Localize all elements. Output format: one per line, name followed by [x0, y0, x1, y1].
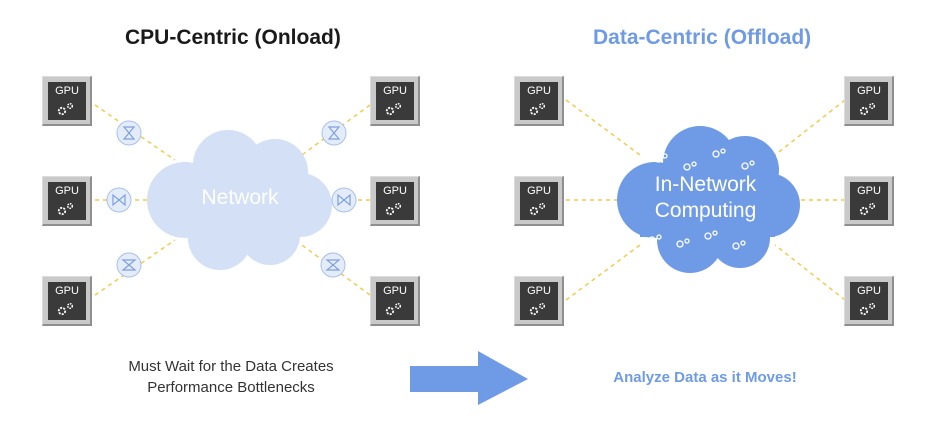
gpu-label: GPU	[527, 85, 551, 97]
right-panel-title: Data-Centric (Offload)	[593, 26, 812, 49]
hourglass-icon	[116, 120, 142, 146]
connector-line	[774, 244, 846, 301]
gpu-block: GPU	[42, 276, 92, 326]
gpu-chip-icon: GPU	[520, 82, 558, 120]
gpu-chip-icon: GPU	[48, 82, 86, 120]
gpu-chip-icon: GPU	[48, 282, 86, 320]
gpu-chip-icon: GPU	[48, 182, 86, 220]
gpu-label: GPU	[383, 85, 407, 97]
gpu-chip-icon: GPU	[520, 182, 558, 220]
gpu-block: GPU	[370, 276, 420, 326]
hourglass-icon	[320, 252, 346, 278]
in-network-computing-label: In-Network Computing	[618, 172, 793, 224]
gpu-chip-icon: GPU	[376, 182, 414, 220]
left-panel-title: CPU-Centric (Onload)	[125, 26, 341, 49]
hourglass-icon	[106, 187, 132, 213]
gears-icon	[529, 102, 546, 116]
gears-icon	[57, 102, 74, 116]
cloud-gears-icon	[648, 148, 755, 250]
gpu-block: GPU	[844, 76, 894, 126]
gears-icon	[385, 102, 402, 116]
gpu-label: GPU	[857, 285, 881, 297]
gpu-chip-icon: GPU	[376, 282, 414, 320]
gears-icon	[859, 302, 876, 316]
cloud-label-line: In-Network	[654, 173, 757, 196]
hourglass-icon	[321, 120, 347, 146]
gpu-block: GPU	[370, 176, 420, 226]
gears-icon	[859, 102, 876, 116]
right-caption: Analyze Data as it Moves!	[613, 369, 797, 386]
network-label: Network	[201, 186, 279, 209]
hourglass-icon	[116, 252, 142, 278]
gears-icon	[385, 202, 402, 216]
hourglass-icon	[331, 187, 357, 213]
gpu-chip-icon: GPU	[376, 82, 414, 120]
gpu-chip-icon: GPU	[850, 82, 888, 120]
gears-icon	[385, 302, 402, 316]
gears-icon	[859, 202, 876, 216]
gears-icon	[57, 202, 74, 216]
gpu-block: GPU	[514, 276, 564, 326]
gears-icon	[57, 302, 74, 316]
caption-line: Must Wait for the Data Creates	[128, 358, 334, 375]
gpu-label: GPU	[527, 285, 551, 297]
connector-line	[565, 99, 641, 156]
gpu-label: GPU	[527, 185, 551, 197]
gpu-label: GPU	[55, 285, 79, 297]
gears-icon	[529, 302, 546, 316]
gpu-block: GPU	[844, 276, 894, 326]
gpu-label: GPU	[55, 185, 79, 197]
network-cloud-icon	[147, 130, 332, 270]
gpu-chip-icon: GPU	[520, 282, 558, 320]
gpu-block: GPU	[42, 76, 92, 126]
gpu-label: GPU	[55, 85, 79, 97]
connector-line	[774, 99, 846, 156]
in-network-computing-cloud-icon	[617, 126, 800, 273]
left-caption: Must Wait for the Data Creates Performan…	[96, 356, 366, 398]
gpu-label: GPU	[383, 185, 407, 197]
gpu-chip-icon: GPU	[850, 282, 888, 320]
connector-line	[565, 244, 641, 301]
gpu-label: GPU	[383, 285, 407, 297]
right-arrow-icon	[410, 351, 528, 405]
gpu-chip-icon: GPU	[850, 182, 888, 220]
gpu-block: GPU	[42, 176, 92, 226]
gpu-label: GPU	[857, 85, 881, 97]
cloud-label-line: Computing	[654, 199, 757, 222]
gears-icon	[529, 202, 546, 216]
gpu-block: GPU	[844, 176, 894, 226]
gpu-label: GPU	[857, 185, 881, 197]
gpu-block: GPU	[370, 76, 420, 126]
gpu-block: GPU	[514, 176, 564, 226]
gpu-block: GPU	[514, 76, 564, 126]
caption-line: Performance Bottlenecks	[147, 379, 315, 396]
